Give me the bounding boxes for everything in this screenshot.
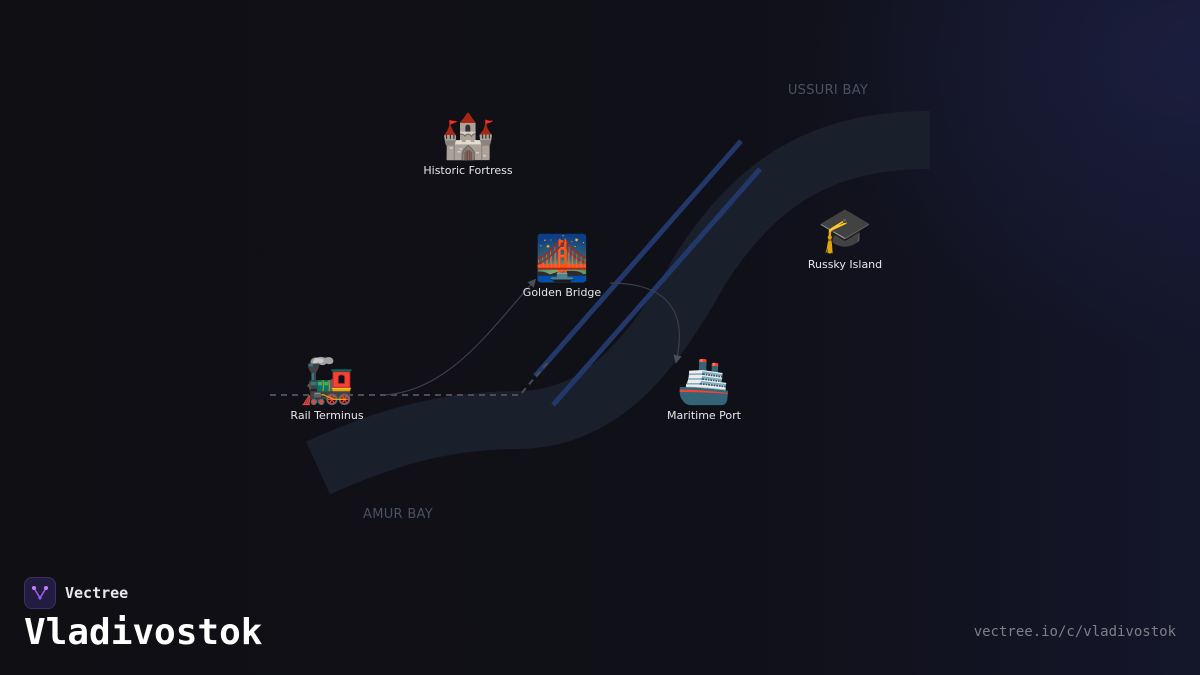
page-title: Vladivostok [24,612,263,653]
rail-line-dashed [270,361,549,396]
bridge-span-right [551,167,762,407]
steam-locomotive-icon: 🚂 [299,356,355,407]
brand-name: Vectree [65,584,129,602]
route-bridge-to-port [609,282,682,364]
landmark-golden-bridge[interactable]: 🌉 Golden Bridge [482,233,642,300]
castle-icon: 🏰 [440,111,496,162]
landmark-maritime-port[interactable]: 🚢 Maritime Port [624,356,784,423]
amur-bay-label: AMUR BAY [363,507,433,522]
page-url[interactable]: vectree.io/c/vladivostok [973,624,1176,640]
bay-water-band [306,111,931,495]
landmark-russky-island[interactable]: 🎓 Russky Island [765,205,925,272]
ship-icon: 🚢 [676,356,732,407]
landmark-label: Russky Island [807,258,883,271]
bridge-span-left [533,139,743,378]
landmark-historic-fortress[interactable]: 🏰 Historic Fortress [388,111,548,178]
landmark-label: Maritime Port [667,409,741,422]
vectree-logo-icon [24,577,56,609]
brand[interactable]: Vectree [24,577,128,609]
landmark-label: Golden Bridge [522,286,602,299]
route-rail-to-bridge [384,278,537,396]
ussuri-bay-label: USSURI BAY [788,83,868,98]
landmark-rail-terminus[interactable]: 🚂 Rail Terminus [247,356,407,423]
landmark-label: Historic Fortress [423,164,513,177]
bridge-at-night-icon: 🌉 [534,233,590,284]
graduation-cap-icon: 🎓 [817,205,873,256]
landmark-label: Rail Terminus [290,409,364,422]
